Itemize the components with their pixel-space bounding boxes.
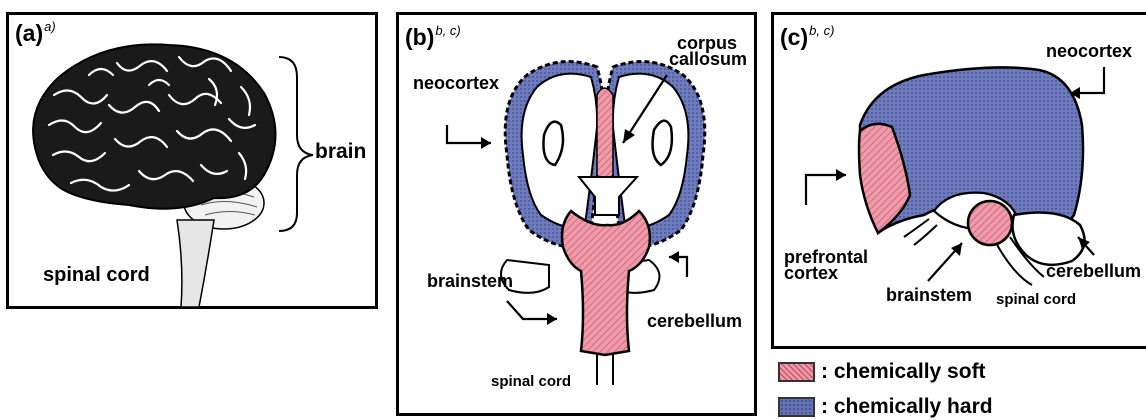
prefrontal-arrow <box>836 169 846 181</box>
panel-a: (a)a) brain <box>6 12 378 309</box>
spinal-cord-shape <box>177 220 214 307</box>
callosum-label: callosum <box>669 51 747 68</box>
cerebellum-arrow <box>669 251 679 263</box>
cerebellum-shape <box>1013 213 1085 265</box>
cerebellum-label: cerebellum <box>647 313 742 330</box>
cerebellum-label: cerebellum <box>1046 263 1141 280</box>
legend-soft-label: : chemically soft <box>821 360 986 384</box>
legend-hard-label: : chemically hard <box>821 395 993 419</box>
cortex-label: cortex <box>784 265 838 282</box>
panel-c: (c)b, c) neocortex prefrontal cortex bra… <box>771 12 1146 349</box>
brain-label: brain <box>315 143 366 160</box>
neocortex-label: neocortex <box>413 75 499 92</box>
brain-bracket <box>279 57 313 231</box>
soft-swatch <box>778 362 815 382</box>
legend-hard: : chemically hard <box>778 396 993 418</box>
panel-b: (b)b, c) neocortex corpus callosum brain… <box>396 12 757 416</box>
brainstem-label: brainstem <box>427 273 513 290</box>
neocortex-label: neocortex <box>1046 43 1132 60</box>
brainstem-label: brainstem <box>886 287 972 304</box>
brainstem-shape <box>968 201 1012 245</box>
spinal-cord-shape <box>597 353 613 385</box>
hard-swatch <box>778 397 815 417</box>
spinal-cord-label: spinal cord <box>491 373 571 390</box>
legend-soft: : chemically soft <box>778 361 986 383</box>
corpus-callosum-shape <box>597 88 613 180</box>
neocortex-arrow <box>481 137 491 149</box>
spinal-cord-label: spinal cord <box>43 267 150 284</box>
spinal-cord-label: spinal cord <box>996 291 1076 308</box>
brainstem-arrow <box>547 313 557 325</box>
